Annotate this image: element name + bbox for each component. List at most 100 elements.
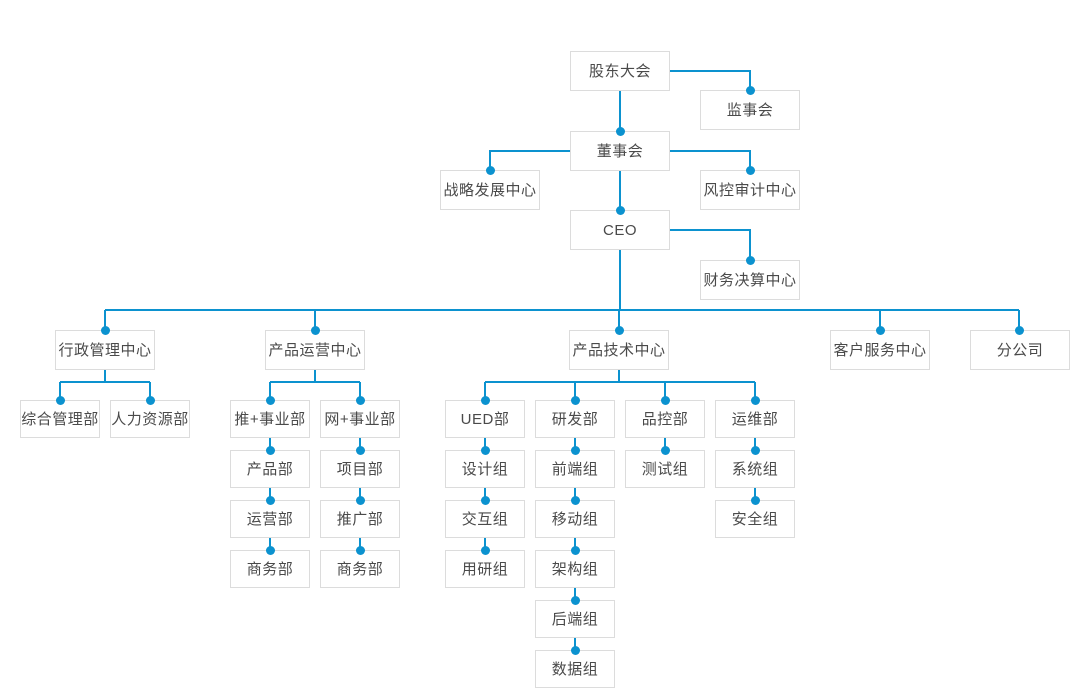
wire-board-to-strategy (489, 150, 570, 170)
org-node-移动组[interactable]: 移动组 (535, 500, 615, 538)
org-node-label: 推广部 (336, 510, 384, 528)
dot-branch (1014, 325, 1024, 335)
org-node-label: 网+事业部 (324, 410, 396, 428)
dot-business-right (355, 545, 365, 555)
org-node-label: 安全组 (731, 510, 779, 528)
org-node-战略发展中心[interactable]: 战略发展中心 (440, 170, 540, 210)
dot-product-tech (614, 325, 624, 335)
org-node-研发部[interactable]: 研发部 (535, 400, 615, 438)
org-node-数据组[interactable]: 数据组 (535, 650, 615, 688)
dot-business-left (265, 545, 275, 555)
wire-board-to-risk (670, 150, 751, 170)
dot-operation-dept (265, 495, 275, 505)
org-node-项目部[interactable]: 项目部 (320, 450, 400, 488)
org-node-商务部[interactable]: 商务部 (320, 550, 400, 588)
org-node-label: 商务部 (246, 560, 294, 578)
org-node-商务部[interactable]: 商务部 (230, 550, 310, 588)
org-node-人力资源部[interactable]: 人力资源部 (110, 400, 190, 438)
dot-promotion-dept (355, 495, 365, 505)
dot-mobile (570, 495, 580, 505)
dot-strategy (485, 165, 495, 175)
org-node-风控审计中心[interactable]: 风控审计中心 (700, 170, 800, 210)
org-node-label: 财务决算中心 (703, 271, 797, 289)
dot-wang (355, 395, 365, 405)
dot-supervisors (745, 85, 755, 95)
org-node-label: 监事会 (726, 101, 774, 119)
org-node-label: 项目部 (336, 460, 384, 478)
dot-frontend (570, 445, 580, 455)
org-node-后端组[interactable]: 后端组 (535, 600, 615, 638)
org-node-综合管理部[interactable]: 综合管理部 (20, 400, 100, 438)
org-node-label: 测试组 (641, 460, 689, 478)
org-node-运维部[interactable]: 运维部 (715, 400, 795, 438)
org-node-产品部[interactable]: 产品部 (230, 450, 310, 488)
org-node-董事会[interactable]: 董事会 (570, 131, 670, 171)
org-node-监事会[interactable]: 监事会 (700, 90, 800, 130)
org-node-产品运营中心[interactable]: 产品运营中心 (265, 330, 365, 370)
org-node-label: UED部 (460, 410, 510, 428)
dot-architecture (570, 545, 580, 555)
org-node-label: 移动组 (551, 510, 599, 528)
dot-board (615, 126, 625, 136)
org-node-label: 董事会 (596, 142, 644, 160)
org-node-label: 商务部 (336, 560, 384, 578)
dot-risk (745, 165, 755, 175)
org-node-ceo[interactable]: CEO (570, 210, 670, 250)
org-node-产品技术中心[interactable]: 产品技术中心 (569, 330, 669, 370)
dot-interaction (480, 495, 490, 505)
org-node-label: 分公司 (996, 341, 1044, 359)
org-node-label: 后端组 (551, 610, 599, 628)
org-node-label: 运营部 (246, 510, 294, 528)
dot-design (480, 445, 490, 455)
dot-user-research (480, 545, 490, 555)
org-node-交互组[interactable]: 交互组 (445, 500, 525, 538)
org-node-label: CEO (602, 221, 637, 239)
dot-admin (100, 325, 110, 335)
dot-hr (145, 395, 155, 405)
org-node-label: 设计组 (461, 460, 509, 478)
dot-data (570, 645, 580, 655)
org-node-label: 系统组 (731, 460, 779, 478)
org-node-label: 股东大会 (588, 62, 651, 80)
org-node-客户服务中心[interactable]: 客户服务中心 (830, 330, 930, 370)
org-node-推-plus事业部[interactable]: 推+事业部 (230, 400, 310, 438)
org-node-label: 运维部 (731, 410, 779, 428)
org-node-设计组[interactable]: 设计组 (445, 450, 525, 488)
org-node-品控部[interactable]: 品控部 (625, 400, 705, 438)
org-node-网-plus事业部[interactable]: 网+事业部 (320, 400, 400, 438)
dot-rd (570, 395, 580, 405)
org-node-财务决算中心[interactable]: 财务决算中心 (700, 260, 800, 300)
dot-general-mgmt (55, 395, 65, 405)
org-node-label: 交互组 (461, 510, 509, 528)
org-node-行政管理中心[interactable]: 行政管理中心 (55, 330, 155, 370)
org-node-label: 行政管理中心 (58, 341, 152, 359)
org-node-label: 用研组 (461, 560, 509, 578)
org-node-测试组[interactable]: 测试组 (625, 450, 705, 488)
dot-qa (660, 395, 670, 405)
org-node-label: 数据组 (551, 660, 599, 678)
org-node-ued部[interactable]: UED部 (445, 400, 525, 438)
org-node-推广部[interactable]: 推广部 (320, 500, 400, 538)
wire-shareholders-to-supervisors (670, 70, 751, 90)
org-node-架构组[interactable]: 架构组 (535, 550, 615, 588)
org-node-安全组[interactable]: 安全组 (715, 500, 795, 538)
org-node-label: 风控审计中心 (703, 181, 797, 199)
dot-product-ops (310, 325, 320, 335)
org-node-label: 综合管理部 (21, 410, 99, 428)
dot-finance (745, 255, 755, 265)
org-node-股东大会[interactable]: 股东大会 (570, 51, 670, 91)
org-node-label: 研发部 (551, 410, 599, 428)
org-node-运营部[interactable]: 运营部 (230, 500, 310, 538)
org-node-用研组[interactable]: 用研组 (445, 550, 525, 588)
org-node-系统组[interactable]: 系统组 (715, 450, 795, 488)
wire-ceo-to-finance (670, 229, 751, 260)
org-node-前端组[interactable]: 前端组 (535, 450, 615, 488)
dot-customer-service (875, 325, 885, 335)
org-node-label: 产品部 (246, 460, 294, 478)
org-node-label: 战略发展中心 (443, 181, 537, 199)
dot-system (750, 445, 760, 455)
org-node-label: 产品技术中心 (572, 341, 666, 359)
org-node-label: 架构组 (551, 560, 599, 578)
org-node-分公司[interactable]: 分公司 (970, 330, 1070, 370)
